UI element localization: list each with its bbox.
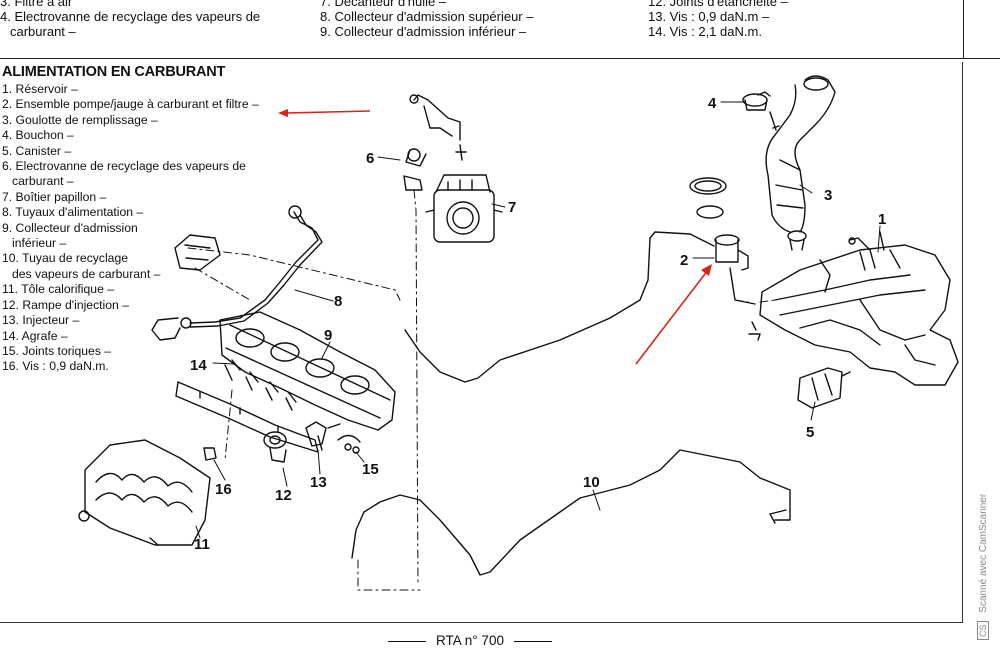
legend-item: 14. Agrafe – <box>2 328 68 343</box>
legend-item: 10. Tuyau de recyclage <box>2 251 129 266</box>
previous-legend-strip: 3. Filtre à air 4. Electrovanne de recyc… <box>0 0 1000 59</box>
diagram-frame <box>0 62 963 623</box>
callout-12: 12 <box>275 487 292 504</box>
top-list-item: 8. Collecteur d'admission supérieur – <box>320 9 534 24</box>
injection-rail-drawing <box>175 359 361 463</box>
top-list-col2: 7. Décanteur d'huile – 8. Collecteur d'a… <box>320 0 533 39</box>
top-list-item: 12. Joints d'étanchéité – <box>648 0 788 9</box>
callout-1: 1 <box>878 211 886 228</box>
legend-item: 11. Tôle calorifique – <box>2 282 115 297</box>
legend-item: des vapeurs de carburant – <box>12 266 161 281</box>
callout-6: 6 <box>366 150 374 167</box>
callout-8: 8 <box>334 293 342 310</box>
top-list-item: 4. Electrovanne de recyclage des vapeurs… <box>0 9 261 24</box>
legend-list: 1. Réservoir – 2. Ensemble pompe/jauge à… <box>2 82 292 375</box>
canister-drawing <box>797 367 851 409</box>
legend-item: 9. Collecteur d'admission <box>2 220 138 235</box>
top-list-item: 7. Décanteur d'huile – <box>320 0 447 9</box>
legend-item: 2. Ensemble pompe/jauge à carburant et f… <box>2 97 259 112</box>
legend-title: ALIMENTATION EN CARBURANT <box>2 64 226 80</box>
legend-item: 1. Réservoir – <box>2 82 78 96</box>
top-list-col1: 3. Filtre à air 4. Electrovanne de recyc… <box>0 0 260 39</box>
legend-item: carburant – <box>12 174 74 189</box>
callout-9: 9 <box>324 327 332 344</box>
callout-3: 3 <box>824 187 832 204</box>
callout-2: 2 <box>680 252 688 269</box>
legend-item: 7. Boîtier papillon – <box>2 189 107 204</box>
callout-5: 5 <box>806 424 814 441</box>
callout-leaders <box>195 101 881 539</box>
page-footer: RTA n° 700 <box>0 633 940 648</box>
top-list-item: 13. Vis : 0,9 daN.m – <box>648 9 770 24</box>
legend-item: 5. Canister – <box>2 143 72 158</box>
callout-15: 15 <box>362 461 379 478</box>
callout-4: 4 <box>708 95 717 112</box>
pump-gauge-unit-drawing <box>689 177 756 305</box>
camscanner-logo: CS <box>977 621 989 640</box>
callout-11: 11 <box>194 536 210 553</box>
callout-14: 14 <box>190 357 207 374</box>
legend-item: 8. Tuyaux d'alimentation – <box>2 205 144 220</box>
legend-item: 13. Injecteur – <box>2 313 80 328</box>
callout-7: 7 <box>508 199 516 216</box>
legend-item: 6. Electrovanne de recyclage des vapeurs… <box>2 159 246 174</box>
vapour-recycle-pipe-drawing <box>351 231 791 576</box>
callout-16: 16 <box>215 481 232 498</box>
top-list-col3: 12. Joints d'étanchéité – 13. Vis : 0,9 … <box>648 0 788 39</box>
callout-13: 13 <box>310 474 327 491</box>
filler-neck-drawing <box>765 75 836 251</box>
red-annotation-arrows <box>278 109 712 365</box>
filler-cap-drawing <box>742 91 780 131</box>
legend-item: 4. Bouchon – <box>2 128 74 143</box>
callout-10: 10 <box>583 474 600 491</box>
scanner-watermark: CS Scanné avec CamScanner <box>977 494 989 640</box>
footer-dash <box>388 640 427 643</box>
lower-intake-manifold-drawing <box>219 311 396 431</box>
legend-item: 12. Rampe d'injection – <box>2 297 129 312</box>
legend-item: 16. Vis : 0,9 daN.m. <box>2 359 109 374</box>
vapour-electrovalve-drawing <box>403 94 467 191</box>
legend-item: inférieur – <box>12 236 67 251</box>
fuel-supply-legend: ALIMENTATION EN CARBURANT 1. Réservoir –… <box>2 64 292 375</box>
watermark-text: Scanné avec CamScanner <box>978 493 989 613</box>
legend-item: 3. Goulotte de remplissage – <box>2 112 158 127</box>
supply-hoses-drawing <box>151 205 323 341</box>
throttle-body-drawing <box>425 174 503 243</box>
heat-shield-drawing <box>78 439 211 546</box>
top-list-item: 9. Collecteur d'admission inférieur – <box>320 24 527 39</box>
top-list-item: 14. Vis : 2,1 daN.m. <box>648 24 762 39</box>
top-list-item: carburant – <box>10 24 76 39</box>
column-rule <box>962 0 964 58</box>
legend-item: 15. Joints toriques – <box>2 343 112 358</box>
assembly-lines <box>187 189 776 591</box>
fuel-tank-drawing <box>748 231 959 386</box>
top-list-item: 3. Filtre à air <box>0 0 73 9</box>
footer-reference: RTA n° 700 <box>436 633 504 648</box>
footer-dash <box>513 640 552 643</box>
